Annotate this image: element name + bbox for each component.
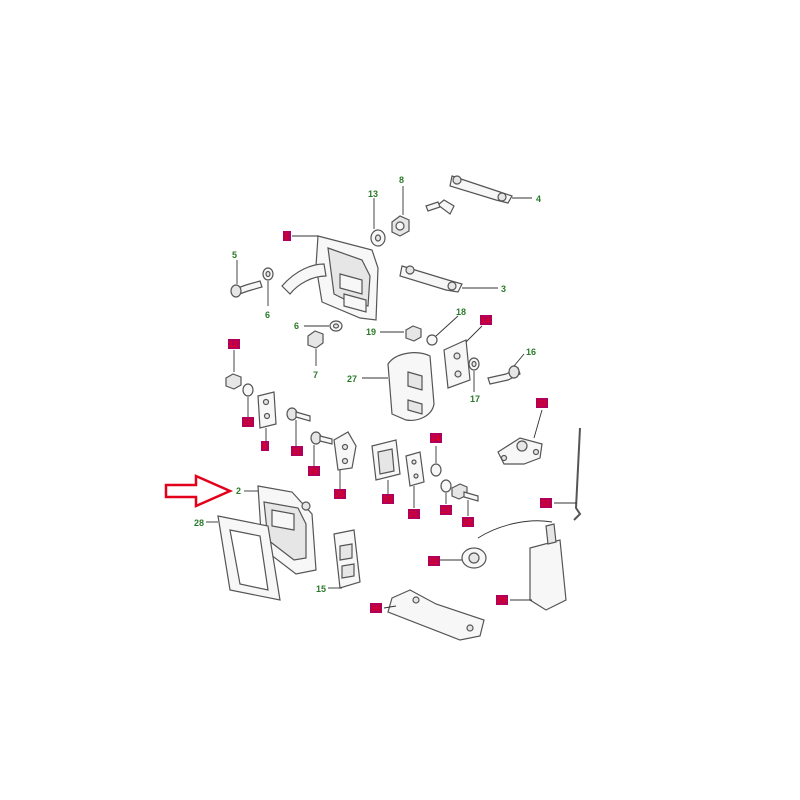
label-31: 31: [540, 498, 552, 508]
part-15-lock-mechanism: [328, 529, 361, 589]
svg-text:30: 30: [371, 604, 380, 613]
label-30: 30: [370, 603, 382, 613]
svg-text:12: 12: [229, 340, 238, 349]
label-24: 24: [430, 433, 442, 443]
label-12: 12: [228, 339, 240, 349]
part-7-nut: [307, 330, 324, 366]
svg-text:9: 9: [262, 442, 267, 451]
svg-text:29: 29: [497, 596, 506, 605]
svg-text:25: 25: [335, 490, 344, 499]
svg-text:10: 10: [243, 418, 252, 427]
svg-text:21: 21: [409, 510, 418, 519]
part-5-screw: [230, 260, 263, 298]
part-28-gasket: [206, 515, 281, 601]
label-28: 28: [194, 518, 204, 528]
svg-text:11: 11: [292, 447, 301, 456]
svg-text:33: 33: [537, 399, 546, 408]
part-26-screw: [310, 431, 333, 466]
label-15: 15: [316, 584, 326, 594]
svg-text:31: 31: [541, 499, 550, 508]
part-8-nut: [391, 186, 410, 237]
part-31-rod: [554, 427, 582, 521]
part-1-lock-body: [281, 235, 379, 321]
label-2: 2: [236, 486, 241, 496]
part-21-plate: [405, 451, 425, 508]
label-13: 13: [368, 189, 378, 199]
part-19-nut: [380, 325, 422, 342]
part-6-washer-b: [304, 320, 343, 332]
part-33-bellcrank: [497, 409, 543, 465]
label-27: 27: [347, 374, 357, 384]
svg-text:24: 24: [431, 434, 440, 443]
svg-text:20: 20: [383, 495, 392, 504]
part-11-screw: [286, 407, 311, 446]
label-6b: 6: [294, 321, 299, 331]
label-20: 20: [382, 494, 394, 504]
part-29-actuator: [510, 523, 567, 611]
callout-arrow: [164, 474, 234, 508]
part-25-latch-plate: [333, 431, 357, 490]
label-5: 5: [232, 250, 237, 260]
label-33: 33: [536, 398, 548, 408]
part-10-washer: [242, 383, 254, 418]
label-18: 18: [456, 307, 466, 317]
part-20-pad: [371, 439, 401, 494]
part-24-washer: [430, 446, 442, 477]
part-9-plate: [257, 391, 277, 442]
label-11: 11: [291, 446, 303, 456]
label-21: 21: [408, 509, 420, 519]
svg-text:22: 22: [463, 518, 472, 527]
label-10: 10: [242, 417, 254, 427]
label-25: 25: [334, 489, 346, 499]
part-30-bracket: [383, 589, 485, 641]
part-22-bolt: [451, 483, 479, 516]
label-19: 19: [366, 327, 376, 337]
svg-text:23: 23: [441, 506, 450, 515]
part-16-screw: [487, 353, 525, 385]
label-8: 8: [399, 175, 404, 185]
label-1: 1: [283, 231, 291, 241]
label-17: 17: [470, 394, 480, 404]
label-14: 14: [480, 315, 492, 325]
part-17-washer: [468, 357, 480, 392]
label-23: 23: [440, 505, 452, 515]
label-4: 4: [536, 194, 541, 204]
label-9: 9: [261, 441, 269, 451]
label-16: 16: [526, 347, 536, 357]
label-22: 22: [462, 517, 474, 527]
label-7: 7: [313, 370, 318, 380]
part-32-grommet: [440, 520, 553, 569]
svg-text:1: 1: [284, 232, 289, 241]
svg-text:14: 14: [481, 316, 490, 325]
part-18-washer: [426, 315, 459, 346]
part-27-striker-cover: [362, 352, 435, 421]
part-3-link-rod: [399, 265, 498, 293]
label-3: 3: [501, 284, 506, 294]
label-29: 29: [496, 595, 508, 605]
part-6-washer-a: [262, 267, 274, 306]
svg-text:32: 32: [429, 557, 438, 566]
label-26: 26: [308, 466, 320, 476]
svg-text:26: 26: [309, 467, 318, 476]
label-6a: 6: [265, 310, 270, 320]
part-14-bracket: [443, 325, 483, 389]
part-23-washer: [440, 479, 452, 504]
label-32: 32: [428, 556, 440, 566]
part-12-nut: [225, 350, 242, 390]
part-4-linkage: [425, 175, 532, 215]
part-13-washer: [370, 198, 386, 247]
